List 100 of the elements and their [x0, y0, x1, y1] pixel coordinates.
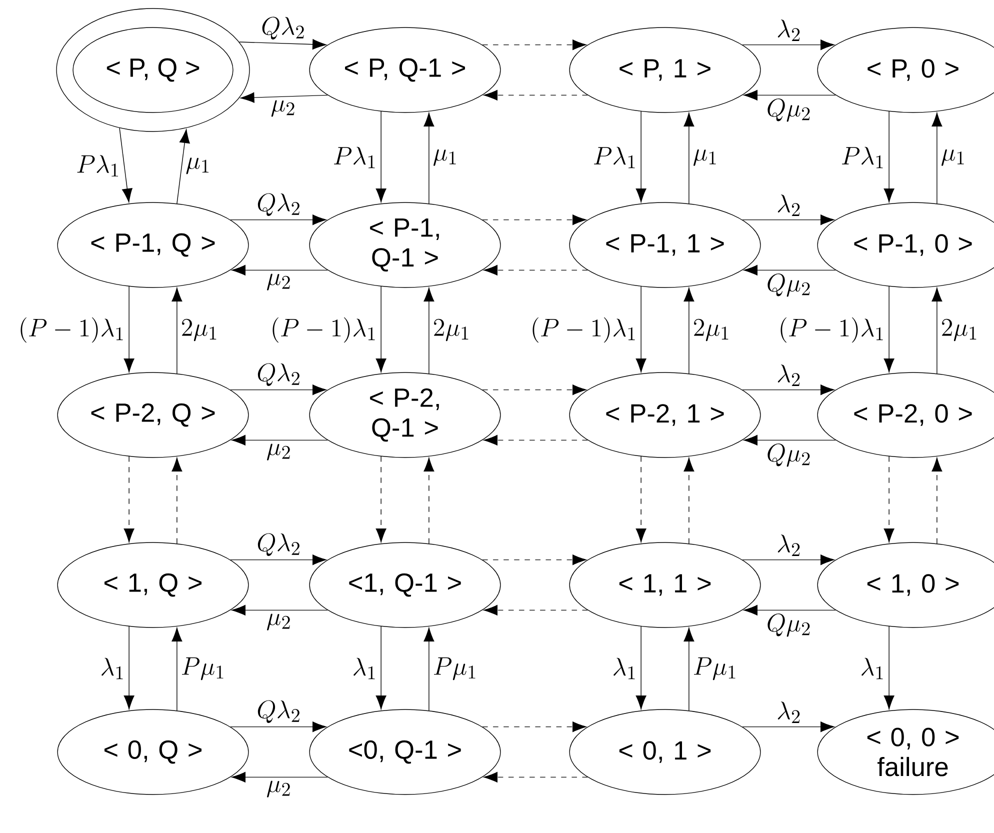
transition-arrow — [172, 628, 182, 711]
transition-arrow — [424, 288, 434, 374]
transition-arrow — [742, 722, 834, 732]
transition-arrow — [124, 286, 134, 372]
edge-label: $Q\lambda_2$ — [254, 192, 304, 218]
transition-arrow — [744, 90, 836, 100]
transition-arrow — [484, 434, 588, 446]
transition-arrow — [176, 129, 190, 204]
transition-arrow — [742, 214, 834, 226]
transition-arrow — [376, 456, 386, 542]
transition-arrow — [376, 626, 386, 710]
transition-arrow — [484, 90, 588, 100]
edge-label: $\lambda_1$ — [98, 656, 127, 681]
edge-label: $Q\lambda_2$ — [254, 362, 304, 388]
edge-label: $\lambda_2$ — [774, 700, 804, 725]
transition-arrow — [240, 92, 328, 103]
edge-label: $P\lambda_1$ — [331, 145, 379, 170]
edge-label: $2\mu_1$ — [431, 318, 472, 342]
transition-arrow — [742, 384, 834, 396]
edge-label: $\mu_2$ — [264, 779, 294, 799]
transition-arrow — [884, 456, 894, 542]
edge-label: $Q\mu_2$ — [764, 97, 814, 124]
edge-label: $Q\lambda_2$ — [254, 532, 304, 558]
edge-label: $(P-1)\lambda_1$ — [268, 316, 379, 344]
transition-arrow — [424, 628, 434, 711]
edge-label: $\lambda_2$ — [774, 532, 804, 558]
edge-label: $2\mu_1$ — [939, 318, 980, 342]
transition-arrow — [884, 111, 894, 202]
transition-arrow — [636, 626, 646, 710]
edge-label: $\mu_2$ — [268, 98, 298, 118]
edge-label: $\lambda_2$ — [774, 362, 804, 388]
transition-arrow — [484, 772, 588, 782]
transition-arrow — [232, 772, 328, 782]
transition-arrow — [482, 214, 586, 226]
edge-label: $\lambda_1$ — [350, 656, 379, 681]
transition-arrow — [482, 554, 586, 566]
edge-label: $Q\lambda_2$ — [254, 698, 304, 725]
transition-arrow — [172, 458, 182, 544]
transition-arrow — [636, 286, 646, 372]
transition-arrow — [684, 112, 694, 204]
transition-arrow — [684, 628, 694, 711]
edge-label: $Q\mu_2$ — [764, 272, 814, 298]
transition-arrow — [684, 458, 694, 544]
transition-arrow — [424, 112, 434, 204]
transition-arrow — [230, 384, 326, 396]
edge-label: $\mu_1$ — [691, 148, 720, 168]
edge-label: $P\lambda_1$ — [839, 145, 887, 170]
transition-arrow — [230, 214, 326, 226]
transition-arrow — [636, 456, 646, 542]
transition-arrow — [230, 722, 326, 732]
edge-label: $(P-1)\lambda_1$ — [528, 316, 639, 344]
transition-arrow — [484, 604, 588, 616]
transition-arrow — [232, 604, 328, 616]
transition-arrow — [424, 458, 434, 544]
edge-label: $Q\mu_2$ — [764, 442, 814, 468]
edge-label: $(P-1)\lambda_1$ — [776, 316, 887, 344]
transition-arrow — [376, 286, 386, 372]
transition-arrow — [636, 111, 646, 202]
edge-label: $2\mu_1$ — [691, 318, 732, 342]
edge-label: $P\mu_1$ — [179, 656, 228, 682]
transition-arrow — [376, 111, 386, 202]
edge-label: $P\mu_1$ — [691, 656, 740, 682]
transition-arrow — [884, 286, 894, 372]
edge-label: $\lambda_1$ — [610, 656, 639, 681]
transition-arrow — [684, 288, 694, 374]
transition-arrow — [482, 40, 586, 50]
transition-arrow — [932, 288, 942, 374]
transition-arrow — [742, 40, 834, 50]
transition-arrow — [482, 384, 586, 396]
transition-arrow — [744, 604, 836, 616]
transition-arrow — [124, 626, 134, 710]
transition-arrow — [884, 626, 894, 710]
edge-label: $\mu_1$ — [431, 148, 460, 168]
edge-label: $\mu_1$ — [184, 156, 213, 176]
edge-label: $\mu_1$ — [939, 148, 968, 168]
edge-label: $Q\mu_2$ — [764, 612, 814, 638]
edge-label: $(P-1)\lambda_1$ — [16, 316, 127, 344]
transition-arrow — [932, 458, 942, 544]
transition-arrow — [932, 112, 942, 204]
transition-arrow — [230, 554, 326, 566]
edge-label: $\mu_2$ — [264, 272, 294, 292]
transition-arrow — [744, 434, 836, 446]
edge-label: $Q\lambda_2$ — [259, 15, 308, 42]
transition-arrow — [484, 264, 588, 276]
edge-label: $\lambda_2$ — [774, 192, 804, 218]
edge-label: $\lambda_2$ — [774, 18, 804, 43]
edge-label: $\mu_2$ — [264, 612, 294, 632]
edge-label: $P\lambda_1$ — [74, 153, 122, 178]
edge-label: $P\mu_1$ — [431, 656, 480, 682]
transition-arrow — [232, 264, 328, 276]
transition-arrow — [744, 264, 836, 276]
edge-label: $2\mu_1$ — [179, 318, 220, 342]
transition-arrow — [119, 128, 132, 202]
transition-arrow — [232, 434, 328, 446]
transition-arrow — [172, 288, 182, 374]
edge-label: $\mu_2$ — [264, 442, 294, 462]
transition-arrow — [124, 456, 134, 542]
transition-arrow — [482, 722, 586, 732]
transition-arrow — [238, 39, 326, 50]
edge-label: $\lambda_1$ — [858, 656, 887, 681]
